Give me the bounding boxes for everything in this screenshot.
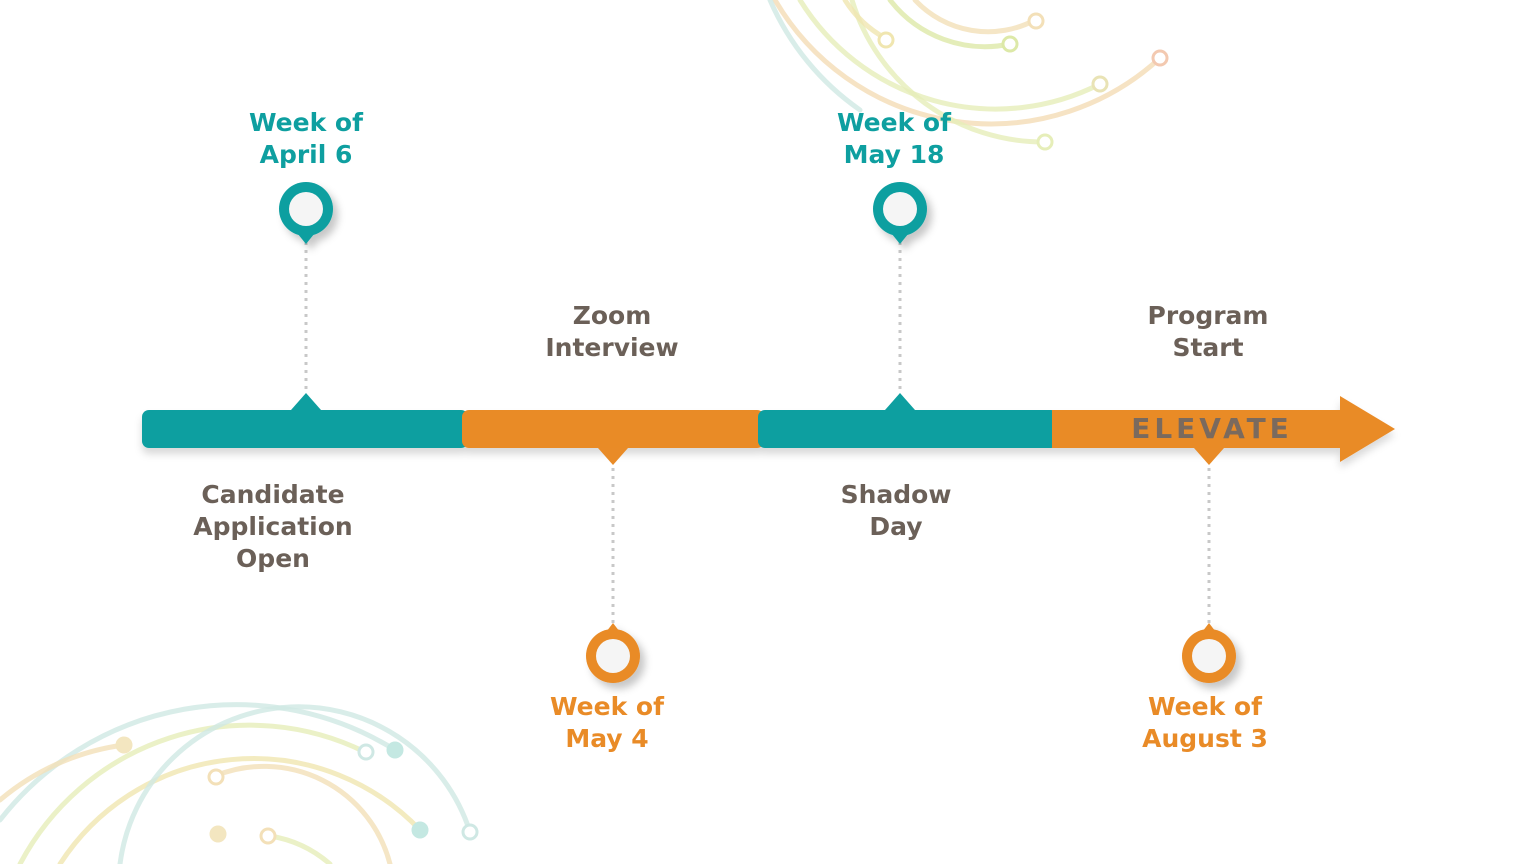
elevate-brand-text: ELEVATE	[1131, 412, 1293, 445]
timeline-bar	[142, 396, 1395, 462]
milestone-1-date: Week of April 6	[249, 108, 363, 169]
decorative-dots-top	[877, 12, 1169, 151]
bar-segment-2	[462, 410, 764, 448]
arrow-head	[1340, 396, 1395, 462]
bar-segment-4	[1052, 410, 1352, 448]
bar-ticks	[291, 393, 1224, 465]
decorative-arcs-bottom	[0, 702, 473, 864]
decorative-dots-bottom	[115, 736, 479, 845]
connector-lines	[304, 242, 1211, 625]
pin-marker-2	[586, 623, 640, 683]
milestone-4-date: Week of August 3	[1142, 692, 1268, 753]
pin-marker-3	[873, 182, 927, 244]
milestone-3-date: Week of May 18	[837, 108, 951, 169]
milestone-2-date: Week of May 4	[550, 692, 664, 753]
pin-marker-4	[1182, 623, 1236, 683]
milestone-3-event: Shadow Day	[840, 480, 952, 541]
bar-segment-3	[758, 410, 1058, 448]
milestone-1-event: Candidate Application Open	[193, 480, 353, 573]
decorative-arcs-top	[767, 0, 1163, 145]
milestone-4-event: Program Start	[1147, 301, 1269, 362]
milestone-2-event: Zoom Interview	[545, 301, 679, 362]
pin-marker-1	[279, 182, 333, 244]
bar-segment-1	[142, 410, 468, 448]
